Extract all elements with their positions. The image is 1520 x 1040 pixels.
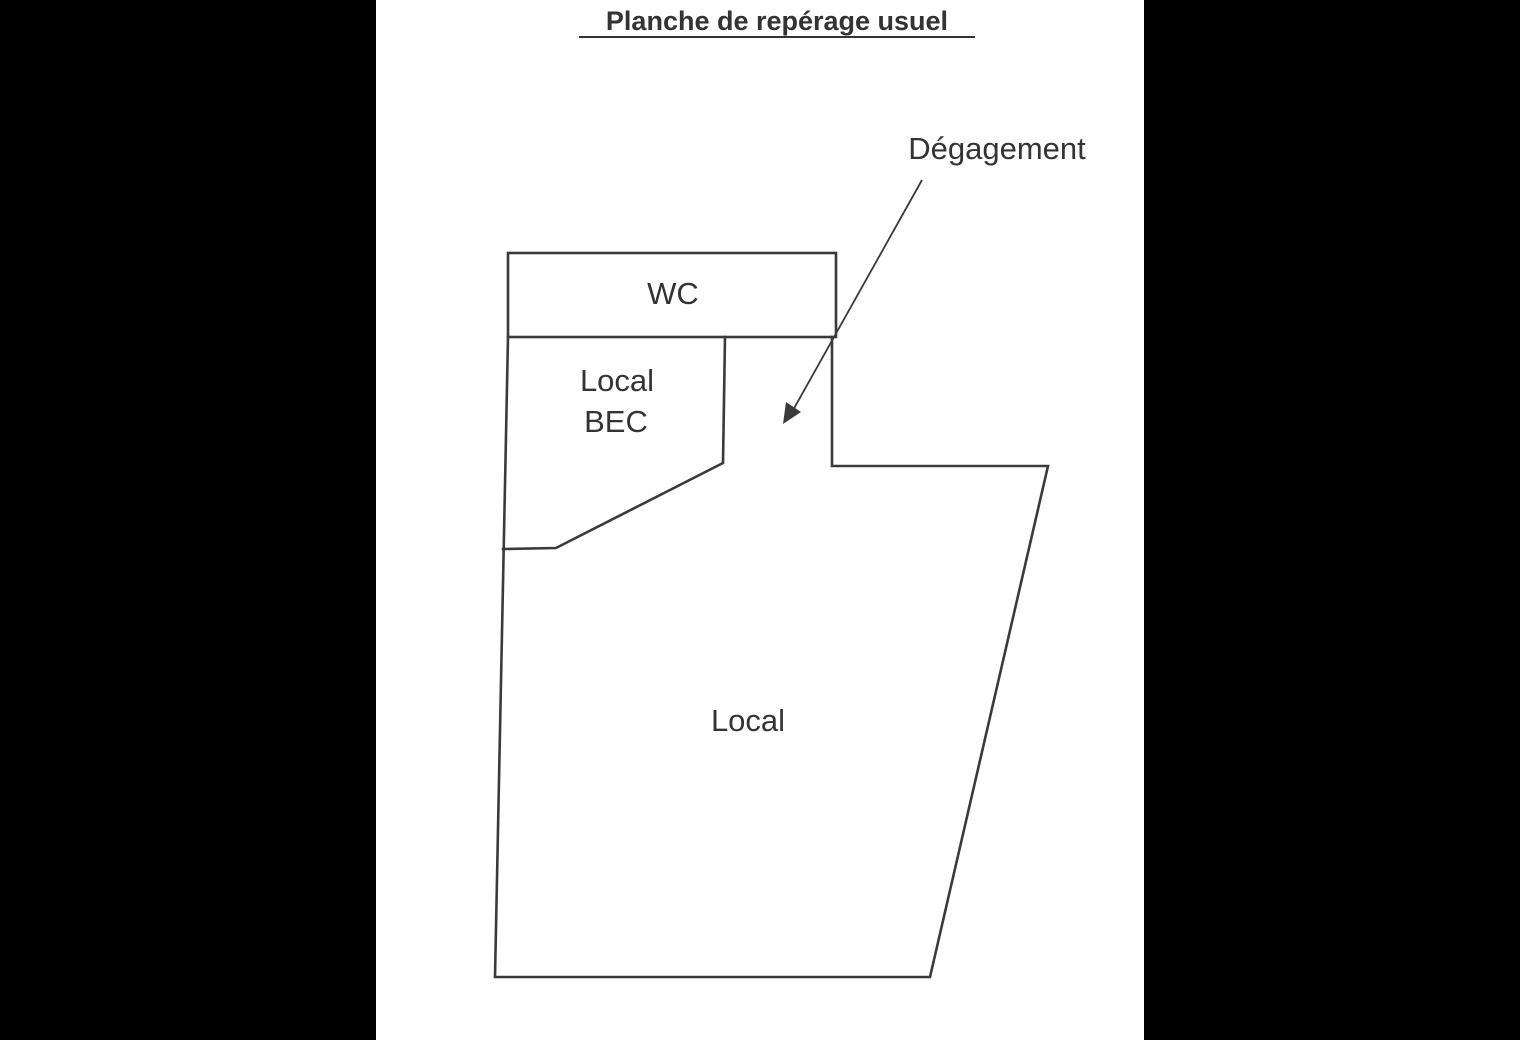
annotation-arrow-line [791,179,923,413]
page-title: Planche de repérage usuel [606,6,948,36]
annotation-label-degagement: Dégagement [908,131,1086,166]
room-label-local: Local [711,703,785,738]
room-label-local-bec-line2: BEC [584,404,648,439]
room-label-local-bec-line1: Local [580,363,654,398]
room-local-bec-outline [501,335,727,551]
room-label-wc: WC [647,276,699,311]
room-local-outline [493,335,1050,979]
annotation-arrow-head-icon [783,402,801,424]
room-wc-outline [506,251,838,339]
